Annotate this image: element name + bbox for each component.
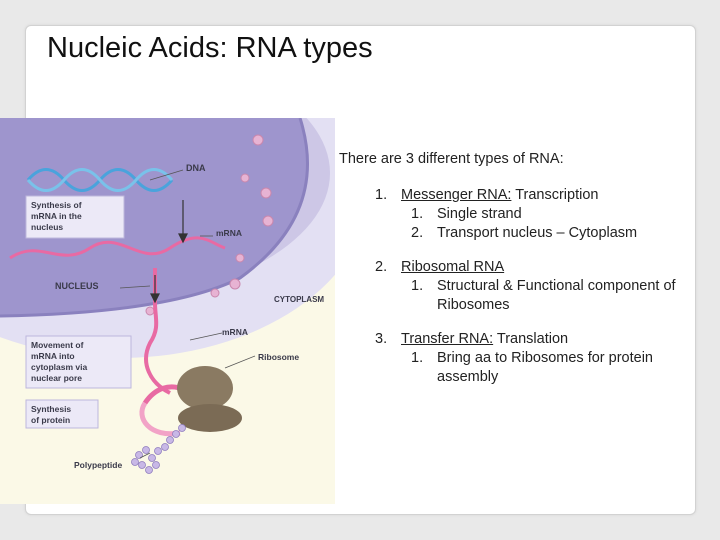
label-dna: DNA bbox=[186, 163, 206, 173]
flow-arrows bbox=[150, 200, 188, 304]
label-box-synthesis-mrna bbox=[25, 195, 125, 239]
list-number: 3. bbox=[375, 331, 388, 347]
label-synthesis-mrna-2: mRNA in the bbox=[31, 211, 82, 221]
label-movement-1: Movement of bbox=[31, 340, 84, 350]
label-mrna-1: mRNA bbox=[216, 228, 242, 238]
sublist-text: Structural & Functional component of Rib… bbox=[437, 278, 676, 313]
list-number: 2. bbox=[375, 259, 388, 275]
sublist-text: Single strand bbox=[437, 206, 522, 222]
mrna-nucleus bbox=[9, 236, 226, 260]
rna-type-name: Transfer RNA: bbox=[401, 331, 494, 347]
mrna-exit bbox=[144, 268, 171, 395]
label-box-movement bbox=[25, 335, 132, 389]
rna-type-role: Translation bbox=[496, 331, 569, 347]
rna-type-name: Ribosomal RNA bbox=[401, 259, 505, 275]
slide-title: Nucleic Acids: RNA types bbox=[47, 32, 373, 64]
sublist-number: 1. bbox=[411, 278, 424, 294]
dna-strand-b bbox=[26, 168, 174, 192]
label-mrna-2: mRNA bbox=[222, 327, 248, 337]
rna-types-text: There are 3 different types of RNA: 1. M… bbox=[339, 150, 689, 402]
sublist-text: Transport nucleus – Cytoplasm bbox=[437, 225, 638, 241]
intro-text: There are 3 different types of RNA: bbox=[339, 151, 564, 167]
label-nucleus: NUCLEUS bbox=[55, 281, 99, 291]
label-synthesis-protein-2: of protein bbox=[31, 415, 70, 425]
sublist-number: 1. bbox=[411, 350, 424, 366]
rna-type-name: Messenger RNA: bbox=[401, 187, 512, 203]
label-ribosome: Ribosome bbox=[258, 352, 299, 362]
polypeptide-chain bbox=[131, 424, 186, 474]
leader-lines bbox=[119, 169, 256, 459]
rna-diagram-svg: DNA Synthesis of mRNA in the nucleus mRN… bbox=[0, 118, 335, 504]
label-box-synthesis-protein bbox=[25, 399, 99, 429]
list-item-ribosomal-rna: 2. Ribosomal RNA 1. Structural & Functio… bbox=[339, 258, 689, 315]
rna-type-role: Transcription bbox=[515, 187, 599, 203]
nuclear-pores bbox=[145, 134, 274, 316]
label-polypeptide: Polypeptide bbox=[74, 460, 122, 470]
list-item-transfer-rna: 3. Transfer RNA: Translation 1. Bring aa… bbox=[339, 330, 689, 387]
ribosome-small-subunit bbox=[178, 404, 242, 432]
list-item-messenger-rna: 1. Messenger RNA: Transcription 1. Singl… bbox=[339, 186, 689, 243]
label-movement-4: nuclear pore bbox=[31, 373, 82, 383]
label-movement-2: mRNA into bbox=[31, 351, 75, 361]
label-cytoplasm: CYTOPLASM bbox=[274, 295, 324, 304]
sublist-text: Bring aa to Ribosomes for protein assemb… bbox=[437, 350, 653, 385]
sublist-number: 2. bbox=[411, 225, 424, 241]
list-number: 1. bbox=[375, 187, 388, 203]
sublist-number: 1. bbox=[411, 206, 424, 222]
ribosome-large-subunit bbox=[177, 366, 233, 410]
nuclear-membrane bbox=[0, 118, 309, 318]
nucleus-region bbox=[0, 118, 308, 316]
label-synthesis-protein-1: Synthesis bbox=[31, 404, 71, 414]
label-synthesis-mrna-3: nucleus bbox=[31, 222, 63, 232]
rna-diagram: DNA Synthesis of mRNA in the nucleus mRN… bbox=[0, 118, 335, 504]
label-synthesis-mrna-1: Synthesis of bbox=[31, 200, 82, 210]
label-movement-3: cytoplasm via bbox=[31, 362, 87, 372]
